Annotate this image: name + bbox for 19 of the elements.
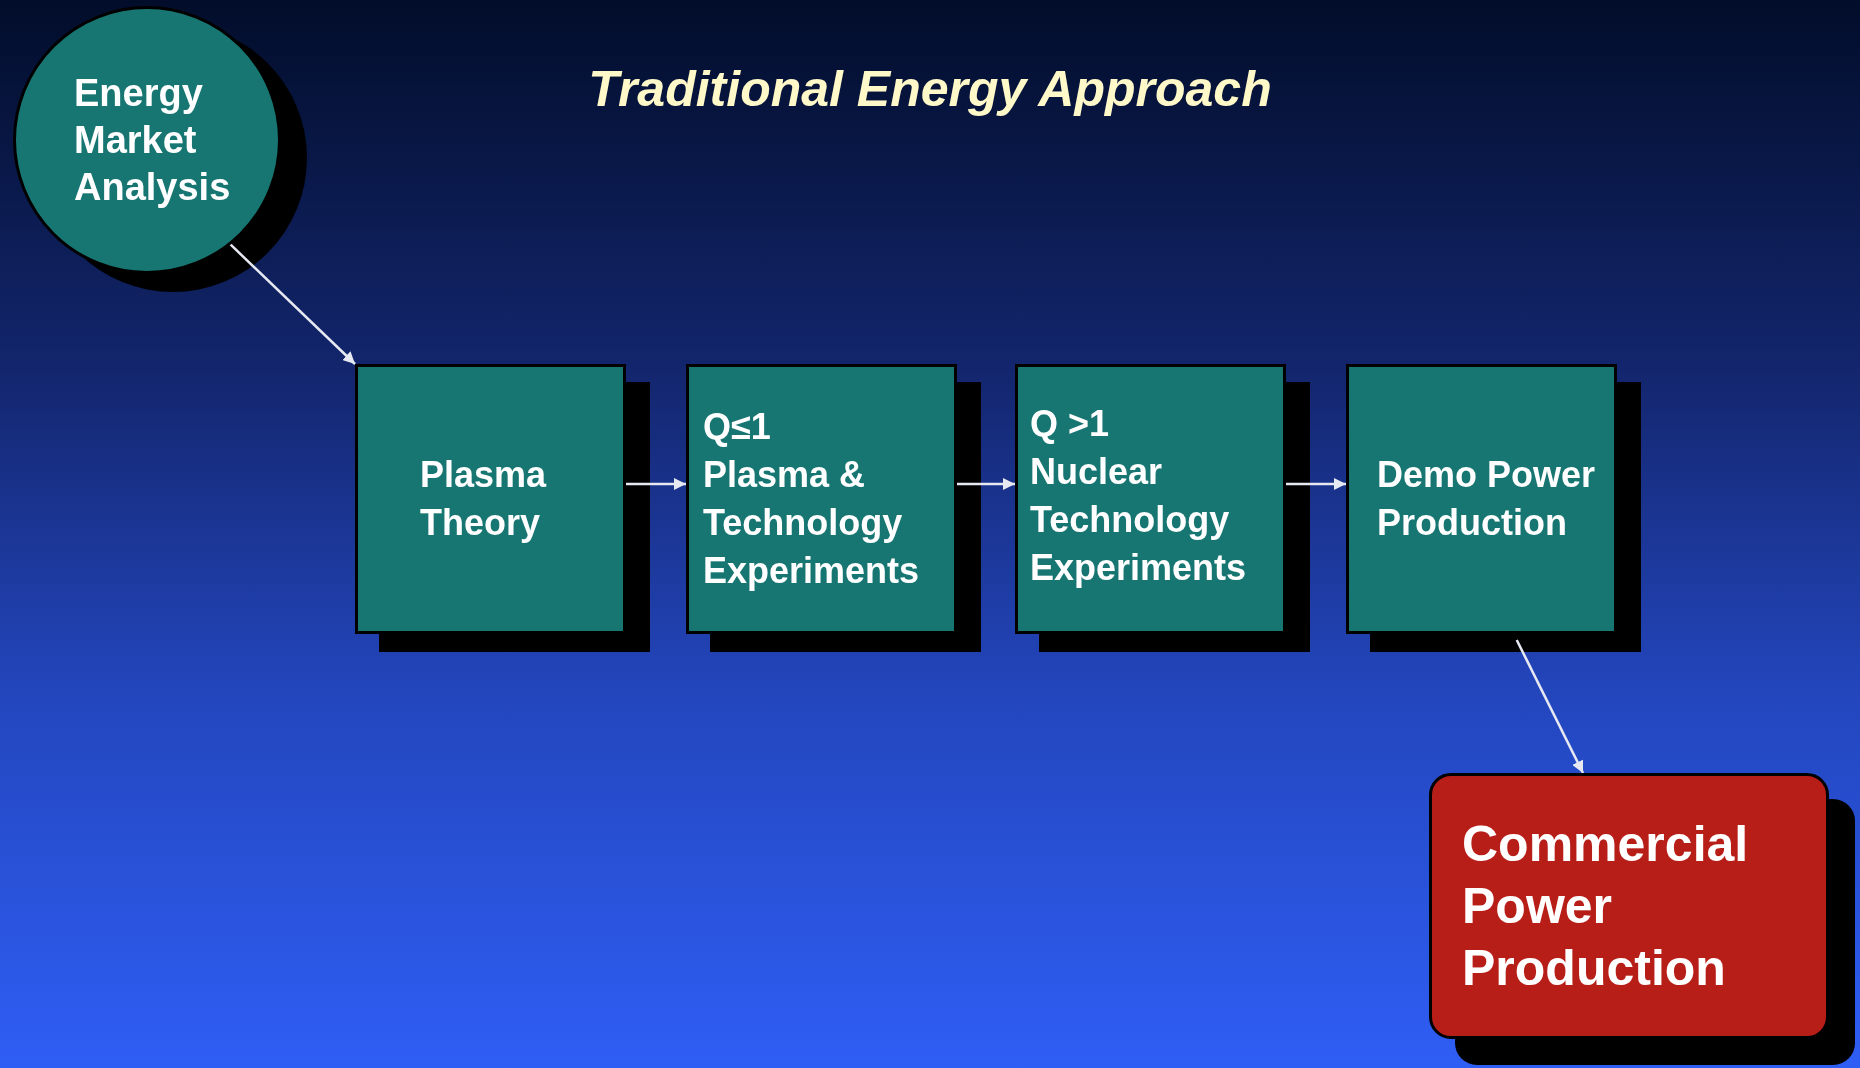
arrow	[957, 478, 1015, 490]
arrow	[229, 243, 356, 365]
node-label: Plasma & Technology Experiments	[703, 453, 921, 593]
node-label: Demo Power Production	[1377, 453, 1597, 545]
arrow	[1286, 478, 1346, 490]
node-label: Plasma Theory	[420, 453, 548, 545]
diagram-title: Traditional Energy Approach	[588, 61, 1272, 117]
node-label: Q≤1	[703, 405, 772, 449]
process-box	[1015, 364, 1286, 634]
node-label: Energy Market Analysis	[74, 70, 232, 210]
node-label: Nuclear Technology Experiments	[1030, 450, 1248, 590]
node-label: Q >1	[1030, 402, 1111, 446]
process-box	[355, 364, 626, 634]
process-box	[686, 364, 957, 634]
process-box	[1346, 364, 1617, 634]
node-label: Commercial Power Production	[1462, 815, 1750, 998]
outcome-box	[1429, 773, 1829, 1039]
arrow	[626, 478, 686, 490]
arrow	[1515, 639, 1585, 774]
